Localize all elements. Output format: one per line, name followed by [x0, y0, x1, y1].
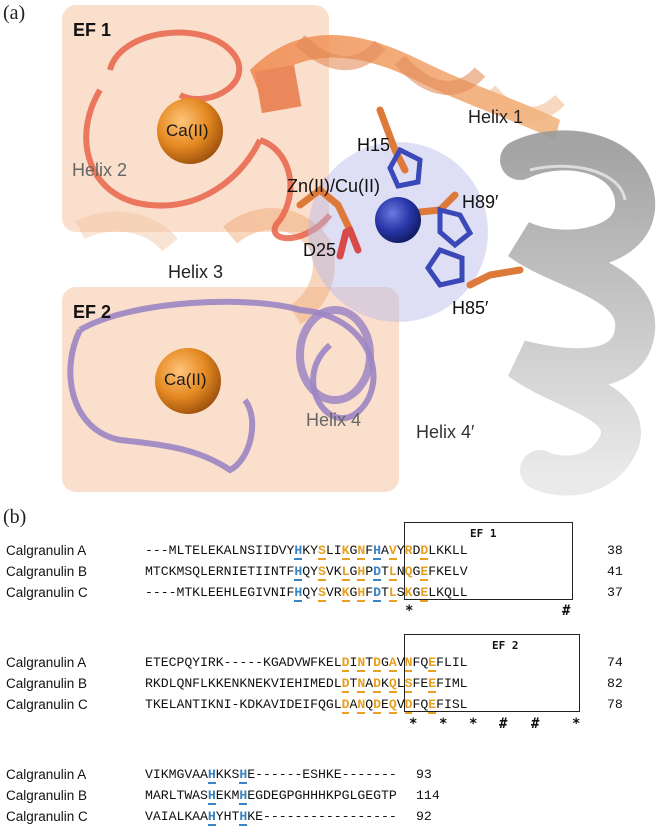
row-num: 114 — [416, 788, 440, 803]
row-num: 93 — [416, 767, 432, 782]
ef2-title: EF 2 — [492, 639, 519, 652]
helix3-ribbon — [75, 208, 335, 325]
side-chains — [296, 106, 524, 289]
row-seq: ----MTKLEEHLEGIVNIFHQYSVRKGHFDTLSKGELKQL… — [145, 585, 468, 602]
ef1-label: EF 1 — [73, 20, 112, 40]
row-num: 78 — [607, 697, 623, 712]
row-name: Calgranulin B — [6, 564, 88, 579]
h85-label: H85′ — [452, 298, 489, 318]
conservation-mark: * — [409, 716, 418, 732]
row-name: Calgranulin A — [6, 655, 87, 670]
ef1-title: EF 1 — [470, 527, 497, 540]
protein-structure-figure — [62, 5, 656, 496]
row-name: Calgranulin C — [6, 697, 88, 712]
row-seq: ETECPQYIRK-----KGADVWFKELDINTDGAVNFQEFLI… — [145, 655, 468, 672]
row-seq: ---MLTELEKALNSIIDVYHKYSLIKGNFHAVYRDDLKKL… — [145, 543, 468, 560]
conservation-mark: * — [405, 603, 414, 619]
helix4prime-label: Helix 4′ — [416, 422, 475, 442]
row-name: Calgranulin A — [6, 767, 87, 782]
row-seq: VAIALKAAHYHTHKE----------------- — [145, 809, 397, 826]
helix2-label: Helix 2 — [72, 160, 128, 180]
ca2-label: Ca(II) — [164, 370, 207, 389]
h15-label: H15 — [357, 135, 391, 155]
metal-sphere — [375, 197, 421, 243]
row-seq: TKELANTIKNI-KDKAVIDEIFQGLDANQDEQVDFQEFIS… — [145, 697, 468, 714]
ca1-sphere — [157, 98, 223, 164]
helix1-label: Helix 1 — [468, 107, 524, 127]
row-seq: RKDLQNFLKKENKNEKVIEHIMEDLDTNADKQLSFEEFIM… — [145, 676, 468, 693]
conservation-mark: # — [562, 603, 571, 619]
helix3-label: Helix 3 — [168, 262, 224, 282]
row-name: Calgranulin C — [6, 585, 88, 600]
metal-label: Zn(II)/Cu(II) — [287, 176, 380, 196]
helix4prime-ribbon — [500, 130, 656, 496]
h89-label: H89′ — [462, 192, 499, 212]
row-name: Calgranulin B — [6, 788, 88, 803]
ef2-bracket — [404, 634, 580, 712]
row-seq: MARLTWASHEKMHEGDEGPGHHHKPGLGEGTP — [145, 788, 397, 805]
conservation-mark: # — [499, 716, 508, 732]
conservation-mark: # — [531, 716, 540, 732]
d25-label: D25 — [303, 240, 337, 260]
ca2-sphere — [155, 348, 221, 414]
row-num: 41 — [607, 564, 623, 579]
row-name: Calgranulin A — [6, 543, 87, 558]
ef1-loop — [83, 29, 333, 242]
row-name: Calgranulin B — [6, 676, 88, 691]
ef1-bracket — [404, 522, 573, 600]
row-num: 38 — [607, 543, 623, 558]
row-seq: VIKMGVAAHKKSHE------ESHKE------- — [145, 767, 397, 784]
ef2-loop — [67, 298, 377, 474]
panel-label-a: (a) — [3, 2, 26, 24]
ca1-label: Ca(II) — [166, 121, 209, 140]
conservation-mark: * — [469, 716, 478, 732]
ef2-label: EF 2 — [73, 302, 112, 322]
row-num: 92 — [416, 809, 432, 824]
conservation-mark: * — [572, 716, 581, 732]
row-num: 82 — [607, 676, 623, 691]
row-name: Calgranulin C — [6, 809, 88, 824]
panel-label-b: (b) — [3, 506, 27, 528]
conservation-mark: * — [439, 716, 448, 732]
helix1-ribbon — [250, 34, 565, 140]
helix4-ring — [296, 306, 374, 404]
row-seq: MTCKMSQLERNIETIINTFHQYSVKLGHPDTLNQGEFKEL… — [145, 564, 468, 581]
row-num: 37 — [607, 585, 623, 600]
helix4-label: Helix 4 — [306, 410, 362, 430]
row-num: 74 — [607, 655, 623, 670]
